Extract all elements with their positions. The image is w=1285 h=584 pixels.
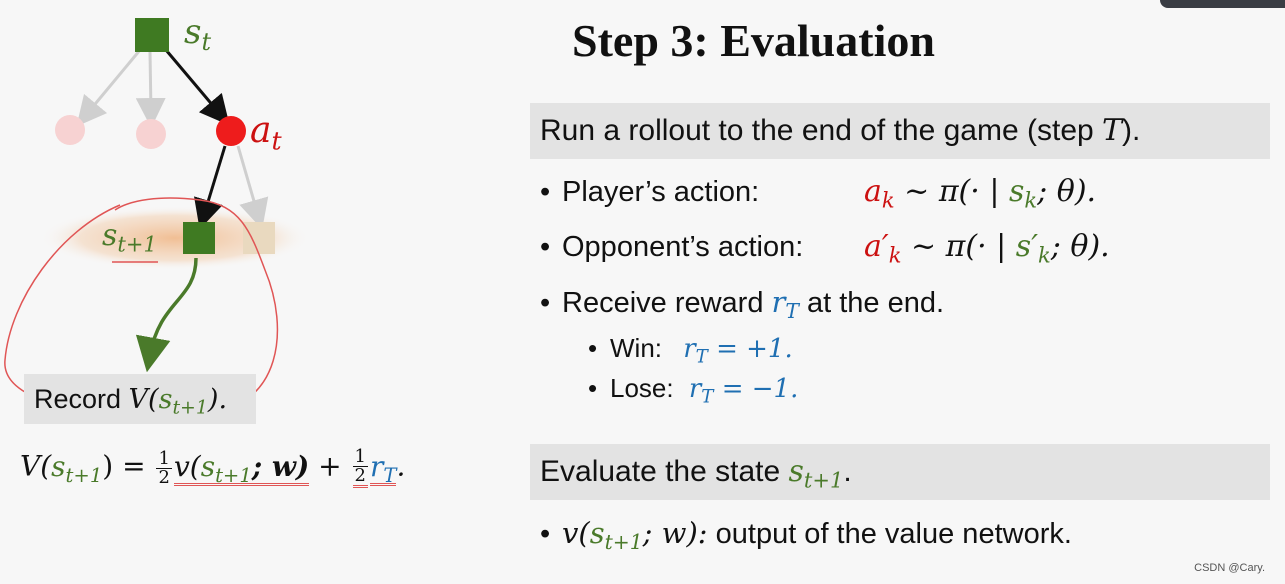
evaluate-heading: Evaluate the state st+1. bbox=[530, 444, 1270, 500]
opponent-action-item: •Opponent’s action: bbox=[540, 231, 804, 263]
edge-root-left bbox=[76, 49, 142, 127]
action-label: at bbox=[250, 110, 282, 156]
record-arrow bbox=[135, 257, 198, 373]
faded-state-node bbox=[243, 222, 275, 254]
window-chip bbox=[1160, 0, 1285, 8]
value-network-term: v(st+1; w) bbox=[173, 449, 310, 487]
edge-action-faded bbox=[236, 145, 269, 230]
record-end: ). bbox=[207, 384, 228, 415]
faded-action-node-2 bbox=[136, 119, 166, 149]
next-state-node bbox=[183, 222, 215, 254]
edge-root-action bbox=[164, 49, 230, 126]
value-network-item: •v(st+1; w): output of the value network… bbox=[540, 516, 1072, 555]
faded-action-node-1 bbox=[55, 115, 85, 145]
edge-action-next bbox=[194, 145, 227, 230]
player-action-item: •Player’s action: bbox=[540, 176, 760, 208]
reward-item: •Receive reward rT at the end. bbox=[540, 285, 945, 324]
win-item: •Win: rT = +1. bbox=[588, 333, 793, 368]
record-box: Record V(st+1). bbox=[24, 374, 256, 424]
page-title: Step 3: Evaluation bbox=[572, 15, 935, 66]
record-V: V( bbox=[128, 384, 159, 415]
record-state: st+1 bbox=[158, 384, 208, 419]
record-text: Record bbox=[34, 384, 129, 414]
rollout-heading: Run a rollout to the end of the game (st… bbox=[530, 103, 1270, 159]
game-tree-diagram bbox=[4, 18, 310, 416]
root-state-label: st bbox=[184, 12, 212, 57]
opponent-action-formula: a′k ~ π(· | s′k; θ). bbox=[864, 229, 1110, 268]
reward-term: rT bbox=[369, 449, 397, 487]
watermark: CSDN @Cary. bbox=[1194, 562, 1265, 574]
root-state-node bbox=[135, 18, 169, 52]
next-state-label: st+1 bbox=[102, 218, 157, 257]
player-action-formula: ak ~ π(· | sk; θ). bbox=[864, 174, 1097, 213]
edge-root-mid bbox=[135, 51, 166, 128]
lose-item: •Lose: rT = −1. bbox=[588, 373, 799, 408]
chosen-action-node bbox=[216, 116, 246, 146]
